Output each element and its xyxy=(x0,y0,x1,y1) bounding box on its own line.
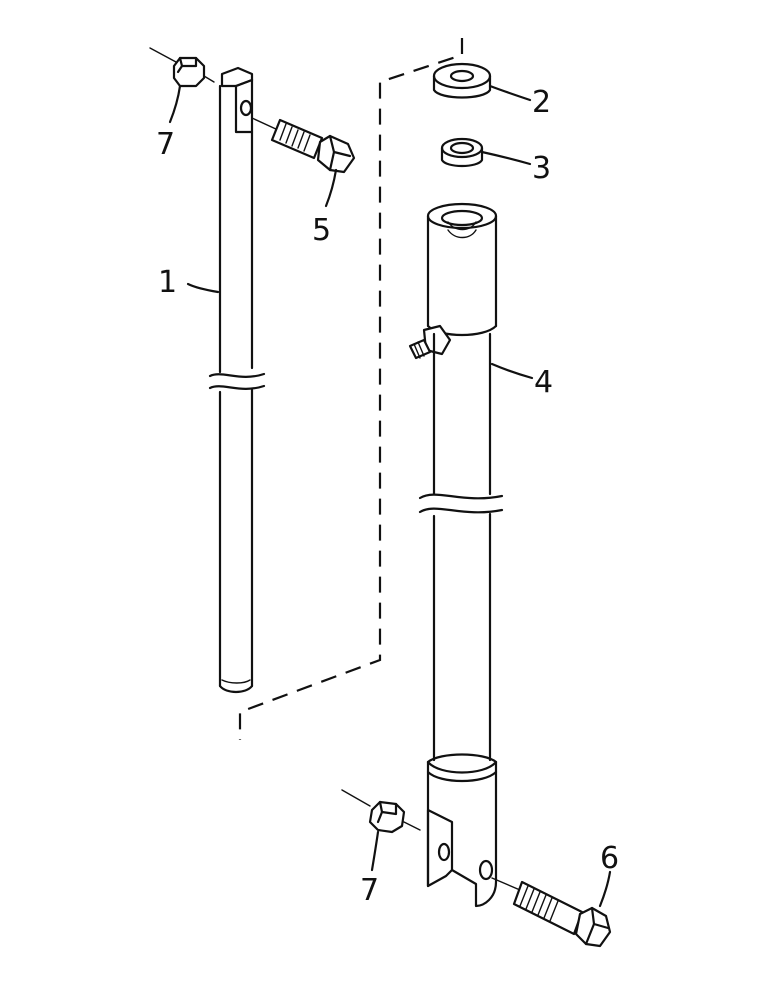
callout-label-6: 6 xyxy=(600,841,619,876)
bolt-part-6 xyxy=(491,877,612,948)
callout-label-2: 2 xyxy=(532,85,551,120)
leader-line-7-bottom xyxy=(370,830,380,872)
nut-top-part-7 xyxy=(149,47,215,88)
tube-part-4 xyxy=(408,202,504,908)
assembly-dashed-line xyxy=(238,38,464,740)
leader-line-6 xyxy=(598,870,612,908)
nut-bottom-part-7 xyxy=(341,789,421,834)
washer-part-2 xyxy=(432,62,492,99)
callout-label-7-top: 7 xyxy=(156,127,175,162)
leader-line-5 xyxy=(324,168,338,208)
callout-label-4: 4 xyxy=(534,365,553,400)
callout-label-7-bottom: 7 xyxy=(360,873,379,908)
callout-label-5: 5 xyxy=(312,213,331,248)
callout-label-3: 3 xyxy=(532,151,551,186)
leader-line-3 xyxy=(480,150,532,166)
rod-part-1 xyxy=(208,66,266,694)
callout-label-1: 1 xyxy=(158,265,177,300)
leader-line-4 xyxy=(490,362,534,380)
bushing-part-3 xyxy=(440,137,484,168)
bolt-part-5 xyxy=(251,117,356,174)
leader-line-7-top xyxy=(168,84,182,124)
leader-line-2 xyxy=(488,84,532,102)
leader-line-1 xyxy=(186,282,220,294)
